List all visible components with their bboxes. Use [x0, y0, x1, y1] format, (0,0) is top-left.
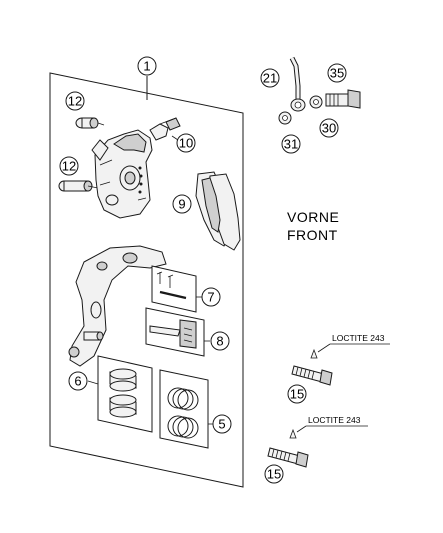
- callout-9-number: 9: [178, 197, 185, 212]
- callout-1-number: 1: [143, 59, 150, 74]
- callout-21-number: 21: [263, 71, 277, 86]
- loctite-leader-upper: [317, 343, 331, 353]
- callout-31-number: 31: [284, 137, 298, 152]
- mounting-bolt-lower-part: [267, 447, 309, 468]
- spring-kit-box: [145, 307, 205, 357]
- bushing-part-top: [75, 117, 105, 129]
- slide-pin-part: [58, 180, 99, 192]
- piston-kit-box: [97, 355, 153, 433]
- seal-rings-lower: [167, 415, 199, 439]
- brake-hose-part: [289, 56, 306, 112]
- callout-15-lower-number: 15: [267, 467, 281, 482]
- callout-10-leader: [171, 135, 179, 141]
- loctite-label-lower: LOCTITE 243: [308, 415, 361, 425]
- callout-12-mid: 12: [59, 156, 79, 176]
- callout-35-number: 35: [330, 66, 344, 81]
- loctite-drop-upper: [310, 348, 318, 359]
- label-front: FRONT: [287, 227, 338, 243]
- callout-1: 1: [137, 56, 157, 76]
- callout-8: 8: [210, 331, 230, 351]
- callout-9: 9: [172, 194, 192, 214]
- seal-rings-upper: [167, 387, 199, 411]
- piston-upper: [109, 368, 137, 392]
- callout-21: 21: [260, 68, 280, 88]
- callout-12-top-number: 12: [68, 94, 82, 109]
- loctite-leader-lower: [296, 425, 307, 433]
- callout-35: 35: [327, 63, 347, 83]
- callout-10: 10: [176, 133, 196, 153]
- label-vorne: VORNE: [287, 209, 339, 225]
- callout-15-lower: 15: [264, 464, 284, 484]
- bracket-pin-part: [83, 331, 104, 341]
- callout-10-number: 10: [179, 136, 193, 151]
- callout-6: 6: [68, 371, 88, 391]
- mounting-bolt-upper-part: [291, 365, 333, 386]
- callout-8-number: 8: [216, 334, 223, 349]
- callout-30: 30: [319, 118, 339, 138]
- callout-12-mid-number: 12: [62, 159, 76, 174]
- banjo-bolt-35-part: [325, 89, 361, 109]
- loctite-label-upper: LOCTITE 243: [332, 333, 385, 343]
- callout-7-number: 7: [207, 290, 214, 305]
- callout-6-number: 6: [74, 374, 81, 389]
- callout-12-top: 12: [65, 91, 85, 111]
- callout-7: 7: [201, 287, 221, 307]
- callout-5-number: 5: [218, 417, 225, 432]
- piston-lower: [109, 394, 137, 418]
- pin-kit-box: [151, 265, 197, 313]
- washer-30-part: [309, 95, 323, 109]
- bleed-screw-part: [149, 117, 181, 141]
- callout-30-number: 30: [322, 121, 336, 136]
- callout-5: 5: [212, 414, 232, 434]
- brake-pads-part: [195, 171, 241, 251]
- callout-31: 31: [281, 134, 301, 154]
- washer-31-part: [278, 111, 292, 125]
- callout-15-upper: 15: [287, 384, 307, 404]
- brake-caliper-part: [91, 129, 153, 219]
- callout-15-upper-number: 15: [290, 387, 304, 402]
- callout-6-leader: [87, 380, 99, 385]
- loctite-drop-lower: [289, 428, 297, 439]
- seal-kit-box: [159, 369, 209, 449]
